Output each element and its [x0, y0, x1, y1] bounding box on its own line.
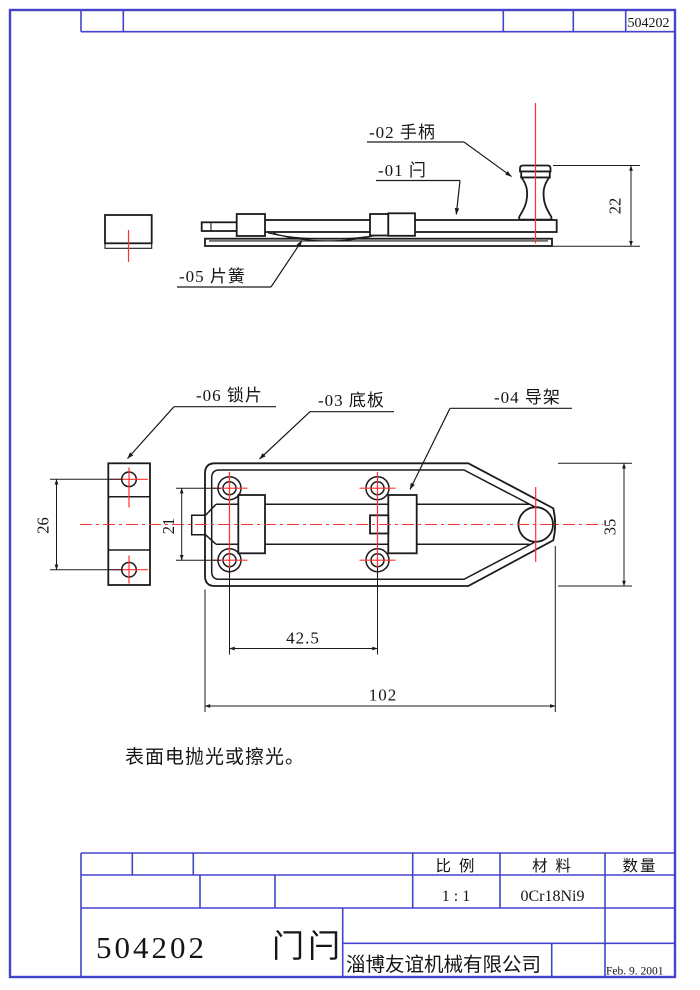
- plan-view: 26: [34, 386, 632, 712]
- part-number: 504202: [96, 930, 207, 965]
- label-lock-plate: -06 锁片: [127, 386, 276, 459]
- material-label: 材 料: [532, 857, 573, 875]
- title-block: 比 例 材 料 数量 1 : 1 0Cr18Ni9 504202 门闩 淄博友谊…: [80, 852, 675, 978]
- label-spring-text: -05 片簧: [179, 267, 246, 286]
- side-view: 22 -02 手柄 -01 闩 -05 片簧: [104, 103, 640, 288]
- bolt-bar-plan: [190, 503, 530, 545]
- label-guide-text: -04 导架: [494, 388, 561, 407]
- label-handle: -02 手柄: [367, 123, 512, 177]
- dim-handle-height: 22: [553, 165, 640, 247]
- label-base-plate-text: -03 底板: [318, 391, 385, 410]
- dim-hole-row-spacing: 21: [159, 487, 221, 561]
- label-bolt-text: -01 闩: [378, 161, 427, 180]
- dim-26-text: 26: [34, 517, 53, 534]
- stop-block-side: [369, 213, 390, 237]
- label-handle-text: -02 手柄: [369, 123, 436, 142]
- label-base-plate: -03 底板: [259, 391, 394, 460]
- dim-lock-hole-spacing: 26: [34, 478, 123, 571]
- guide-block-right-side: [387, 212, 416, 237]
- scale-label: 比 例: [436, 857, 477, 875]
- dim-plate-width: 35: [558, 462, 632, 587]
- base-plate-outline: [204, 462, 557, 587]
- label-lock-plate-text: -06 锁片: [196, 386, 263, 405]
- label-guide: -04 导架: [409, 388, 572, 490]
- dim-21-text: 21: [159, 518, 178, 535]
- quantity-label: 数量: [622, 857, 657, 875]
- scale-value: 1 : 1: [442, 888, 470, 905]
- dim-42-5-text: 42.5: [286, 629, 320, 648]
- lock-plate-centerlines: [110, 467, 148, 584]
- guide-block-left-side: [235, 213, 266, 237]
- surface-finish-note: 表面电抛光或擦光。: [125, 746, 305, 768]
- material-value: 0Cr18Ni9: [521, 888, 585, 905]
- base-plate-side: [204, 237, 553, 247]
- part-name: 门闩: [272, 928, 344, 964]
- dim-102-text: 102: [369, 686, 398, 705]
- dim-hole-col-spacing: 42.5: [229, 567, 378, 655]
- label-spring: -05 片簧: [177, 240, 303, 288]
- company-name: 淄博友谊机械有限公司: [346, 954, 541, 976]
- drawing-date: Feb. 9. 2001: [606, 966, 664, 978]
- sheet-frame: 504202: [8, 8, 677, 979]
- dim-overall-length: 102: [204, 546, 556, 712]
- dim-22-text: 22: [606, 198, 625, 215]
- label-bolt: -01 闩: [376, 161, 461, 215]
- border-doc-number: 504202: [628, 16, 670, 31]
- dim-35-text: 35: [601, 519, 620, 536]
